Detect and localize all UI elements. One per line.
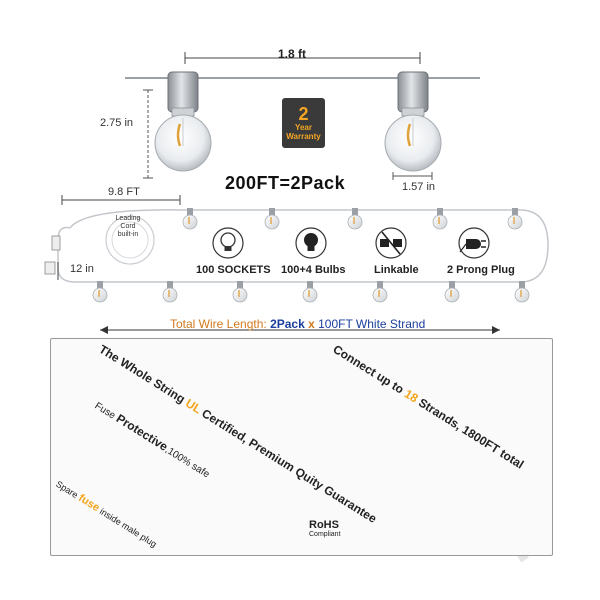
rohs-title: RoHS [309, 519, 339, 531]
spacing-label: 1.8 ft [278, 47, 307, 61]
total-wire-arrow [100, 326, 500, 334]
small-bulb-icon [514, 281, 530, 303]
small-bulb-icon [92, 281, 108, 303]
lead-arrow [61, 195, 181, 205]
small-bulb-icon [444, 281, 460, 303]
total-wire-strand: 100FT White Strand [318, 317, 426, 331]
large-bulb-right [384, 71, 442, 172]
bulb-filled-icon [295, 227, 327, 259]
small-bulb-icon [507, 208, 523, 230]
feature-label-linkable: Linkable [374, 264, 419, 276]
width-label: 1.57 in [402, 181, 436, 193]
small-bulb-icon [264, 208, 280, 230]
small-bulb-icon [432, 208, 448, 230]
feature-label-bulbs: 100+4 Bulbs [281, 264, 346, 276]
large-bulb-left [154, 71, 212, 172]
small-bulbs-top [182, 208, 523, 230]
leading-cord-line1: Leading [115, 215, 141, 222]
feature-label-plug: 2 Prong Plug [447, 264, 515, 276]
height-bracket [143, 89, 153, 179]
warranty-years: 2 [298, 104, 309, 124]
small-bulb-icon [232, 281, 248, 303]
height-label: 2.75 in [100, 117, 134, 129]
lead-length-label: 9.8 FT [108, 186, 140, 198]
leading-cord-line3: built-in [117, 231, 139, 238]
bulb-icon [212, 227, 244, 259]
warranty-line1: Year [295, 123, 312, 132]
spacing-arrow [184, 52, 421, 64]
feature-label-sockets: 100 SOCKETS [196, 264, 271, 276]
linkable-plug-icon [375, 227, 407, 259]
small-bulb-icon [302, 281, 318, 303]
width-bracket [392, 172, 433, 180]
socket-spacing-label: 12 in [70, 263, 94, 275]
small-bulb-icon [372, 281, 388, 303]
detail-panel [50, 338, 553, 556]
leading-cord-line2: Cord [120, 223, 136, 230]
total-wire-pack: 2Pack [270, 317, 305, 331]
warranty-badge: 2 Year Warranty [282, 98, 325, 148]
total-wire-label: Total Wire Length: 2Pack x 100FT White S… [170, 317, 425, 331]
leading-cord-label: Leading Cord built-in [106, 215, 150, 239]
small-bulb-icon [182, 208, 198, 230]
small-bulb-icon [347, 208, 363, 230]
rohs-subtitle: Compliant [309, 531, 341, 538]
small-bulb-icon [162, 281, 178, 303]
total-wire-prefix: Total Wire Length: [170, 317, 271, 331]
total-wire-times: x [304, 317, 319, 331]
small-bulbs-bottom [92, 281, 530, 303]
pack-label: 200FT=2Pack [225, 173, 346, 193]
two-prong-plug-icon [458, 227, 490, 259]
lead-plug-icon [44, 235, 61, 275]
warranty-line2: Warranty [286, 132, 321, 141]
